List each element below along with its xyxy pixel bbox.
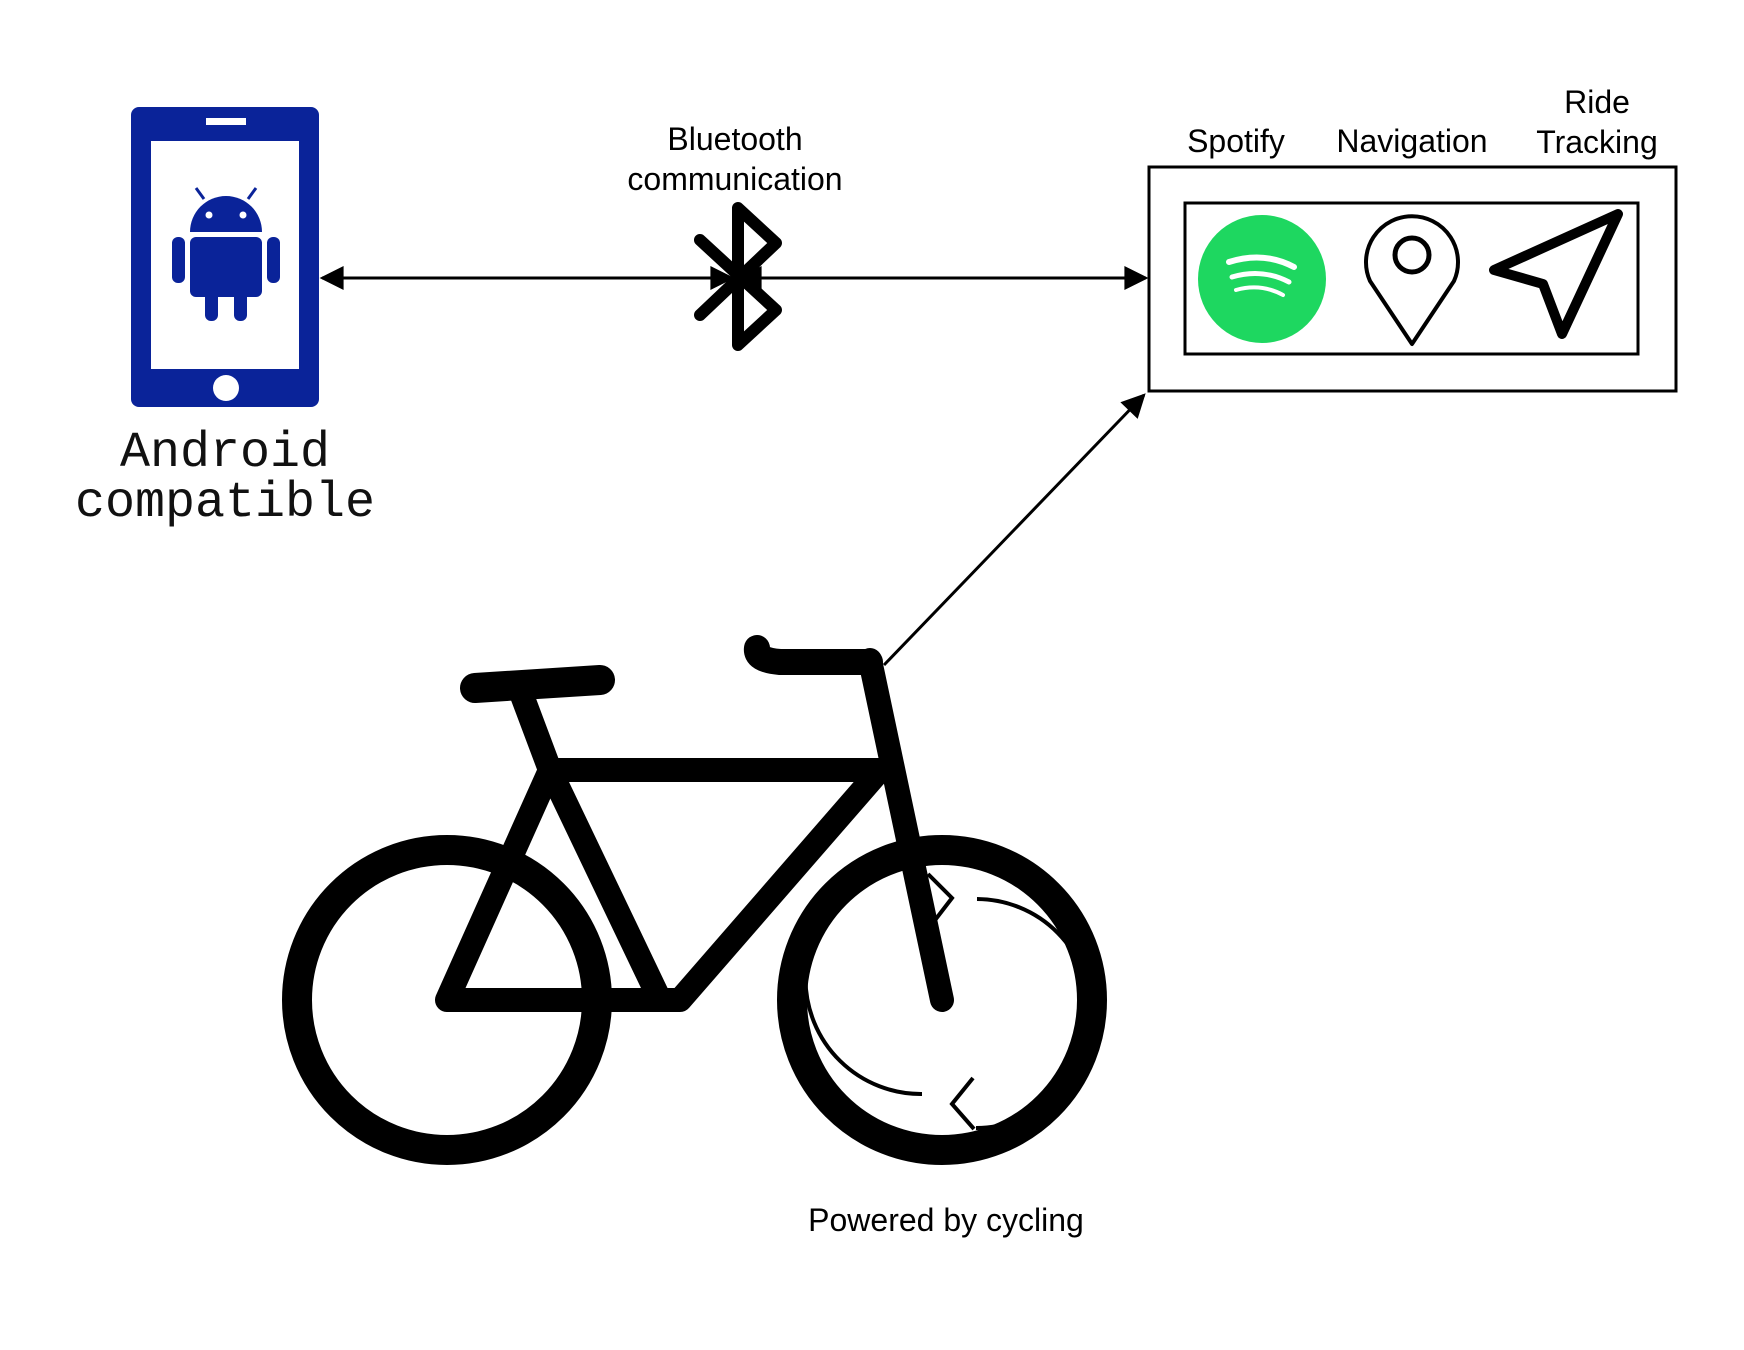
phone-speaker xyxy=(206,118,246,125)
cycle-arrows-icon xyxy=(803,861,1093,1131)
feature-label-ride: Ride xyxy=(1564,84,1630,120)
device-screen xyxy=(1183,201,1640,356)
map-pin-icon xyxy=(1364,214,1460,346)
android-phone-icon xyxy=(131,107,319,407)
feature-label-navigation: Navigation xyxy=(1336,123,1487,159)
spotify-icon xyxy=(1198,215,1326,343)
android-robot-icon xyxy=(172,187,280,321)
phone-caption-line2: compatible xyxy=(75,475,375,532)
bluetooth-label-line1: Bluetooth xyxy=(667,121,802,157)
bicycle-frame xyxy=(435,758,892,1012)
bicycle-caption: Powered by cycling xyxy=(808,1202,1084,1238)
phone-home-button xyxy=(213,375,239,401)
bicycle-saddle xyxy=(460,665,615,703)
phone-caption-line1: Android xyxy=(120,425,330,482)
bicycle-handlebar xyxy=(743,635,883,675)
device-outer-frame xyxy=(1147,165,1678,393)
bicycle-icon xyxy=(282,635,1107,1165)
bluetooth-icon xyxy=(694,202,782,351)
bicycle-fork xyxy=(858,648,954,1012)
bike-device-link-arrow xyxy=(882,393,1146,667)
feature-label-tracking: Tracking xyxy=(1536,124,1658,160)
feature-label-spotify: Spotify xyxy=(1187,123,1285,159)
bluetooth-label-line2: communication xyxy=(627,161,842,197)
navigation-arrow-icon xyxy=(1489,209,1623,339)
